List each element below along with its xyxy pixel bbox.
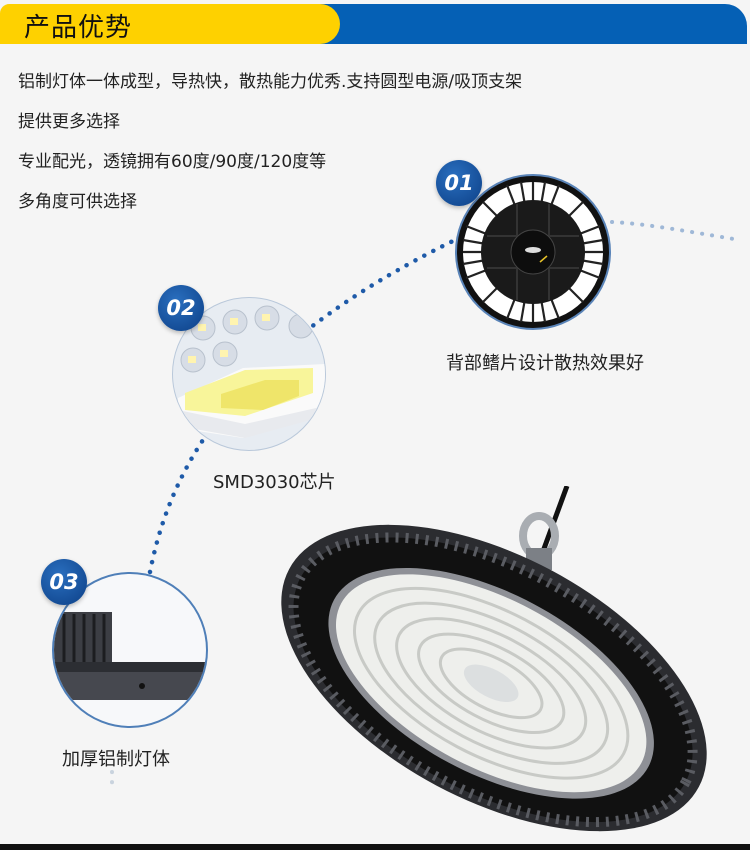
heatsink-icon — [462, 181, 604, 323]
led-chip-icon — [178, 305, 325, 438]
section-header: 产品优势 — [0, 4, 747, 44]
feature-caption: SMD3030芯片 — [213, 472, 336, 493]
bottom-divider — [0, 844, 750, 850]
description-line: 专业配光，透镜拥有60度/90度/120度等 — [18, 152, 327, 172]
section-title: 产品优势 — [24, 13, 133, 43]
description-line: 铝制灯体一体成型，导热快，散热能力优秀.支持圆型电源/吸顶支架 — [18, 72, 523, 92]
heatsink-fins-image — [455, 174, 611, 330]
feature-number-badge: 02 — [158, 285, 204, 331]
ufo-high-bay-light-image — [281, 486, 707, 832]
feature-number-badge: 01 — [436, 160, 482, 206]
housing-icon — [54, 612, 206, 700]
description-line: 提供更多选择 — [18, 112, 120, 132]
feature-number-badge: 03 — [41, 559, 87, 605]
feature-caption: 加厚铝制灯体 — [62, 749, 170, 770]
header-yellow-tab: 产品优势 — [0, 4, 340, 44]
description-line: 多角度可供选择 — [18, 192, 137, 212]
feature-caption: 背部鳍片设计散热效果好 — [446, 353, 644, 374]
